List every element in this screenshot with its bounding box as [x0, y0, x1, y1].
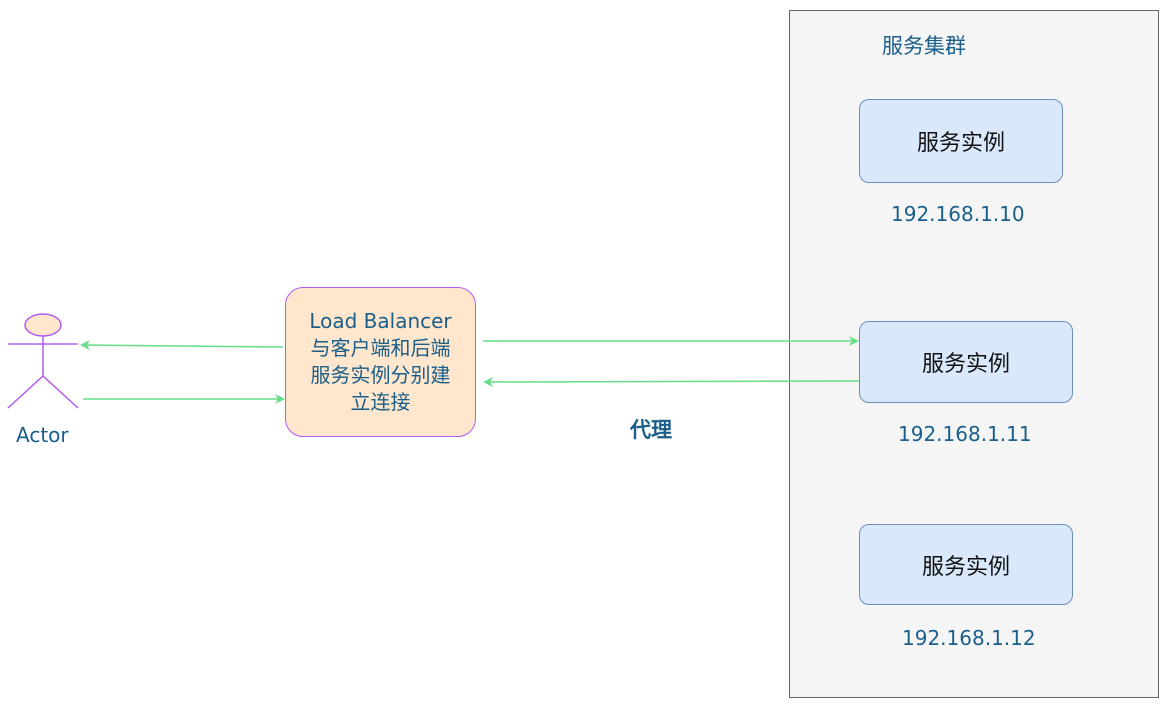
- actor-label: Actor: [16, 423, 69, 447]
- service-instance-2[interactable]: 服务实例: [859, 321, 1073, 403]
- arrow-lb-to-actor: [80, 340, 284, 351]
- service-instance-1-ip: 192.168.1.10: [891, 202, 1025, 226]
- actor-right-leg-icon: [42, 375, 79, 409]
- actor-figure[interactable]: [7, 313, 79, 409]
- actor-left-leg-icon: [7, 375, 44, 409]
- arrow-instance-to-lb: [483, 376, 860, 387]
- load-balancer[interactable]: Load Balancer 与客户端和后端 服务实例分别建 立连接: [285, 287, 476, 437]
- service-instance-2-label: 服务实例: [921, 352, 1010, 377]
- service-instance-2-ip: 192.168.1.11: [898, 422, 1032, 446]
- proxy-edge-label: 代理: [630, 418, 672, 442]
- service-instance-3-ip: 192.168.1.12: [902, 626, 1036, 650]
- service-instance-1[interactable]: 服务实例: [859, 99, 1063, 183]
- service-instance-1-label: 服务实例: [916, 131, 1005, 156]
- service-instance-3-label: 服务实例: [921, 554, 1010, 580]
- actor-head-icon: [24, 313, 62, 337]
- cluster-title: 服务集群: [882, 34, 966, 58]
- service-instance-3[interactable]: 服务实例: [859, 524, 1073, 605]
- load-balancer-text: Load Balancer 与客户端和后端 服务实例分别建 立连接: [309, 309, 452, 414]
